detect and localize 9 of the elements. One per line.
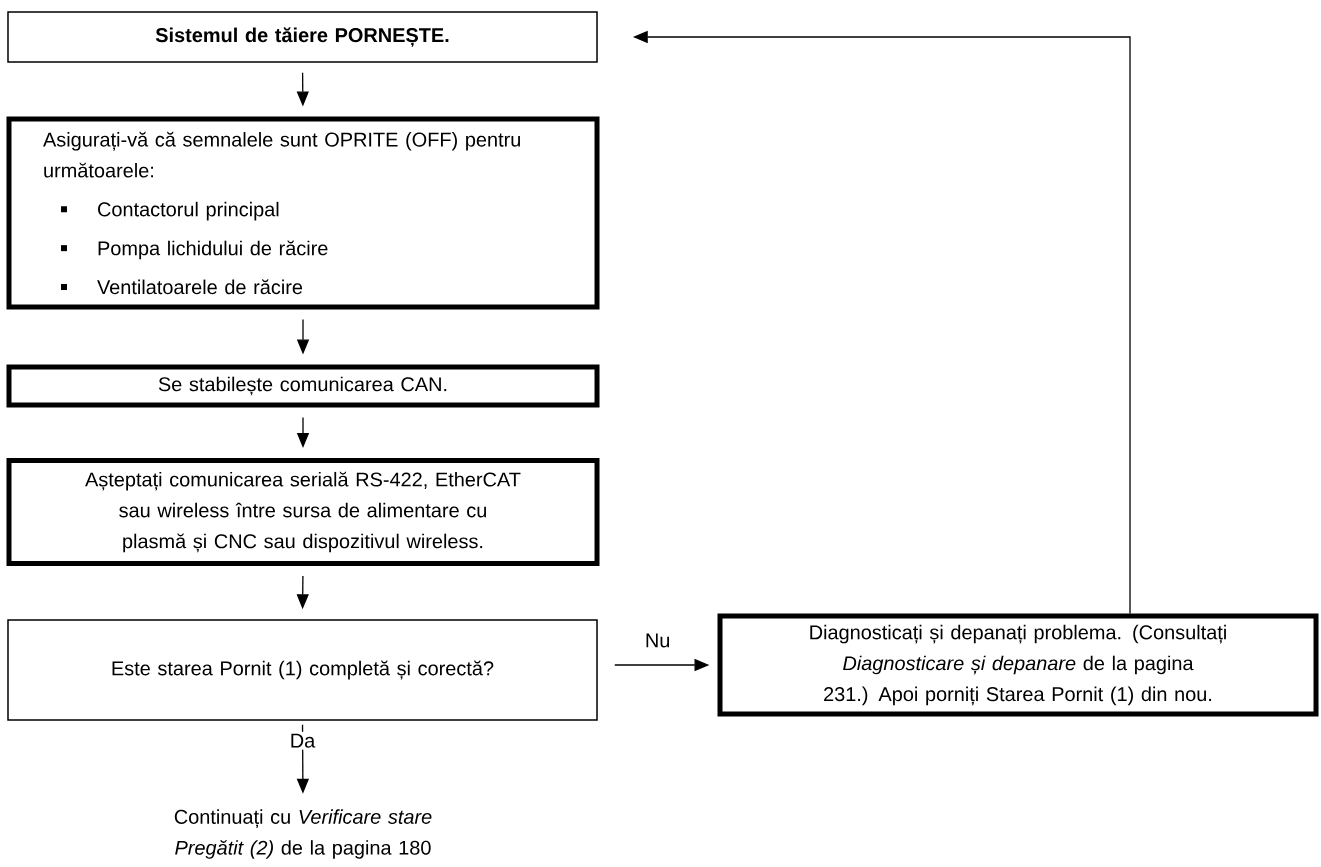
edge-label: Da xyxy=(291,733,316,748)
process-box: Asigurați-vă că semnalele sunt OPRITE (OFF) pentru următoarele: Contactorul principal Pompa lichidului de răcire Ventilatoarele de răcire xyxy=(6,116,600,310)
edge-label: Nu xyxy=(646,633,670,648)
process-box: Diagnosticați și depanați problema. (Consultați Diagnosticare și depanare de la pagina 231.) Apoi porniți Starea Pornit (1) din nou. xyxy=(717,613,1319,717)
end-text: Continuați cu Verificare stare Pregătit (2) de la pagina 180 xyxy=(174,809,432,859)
process-box: Așteptați comunicarea serială RS-422, EtherCAT sau wireless între sursa de alimentare cu plasmă și CNC sau dispozitivul wireless. xyxy=(6,458,600,566)
decision-box: Este starea Pornit (1) completă și corectă? xyxy=(7,619,598,721)
process-box: Se stabilește comunicarea CAN. xyxy=(6,364,600,408)
start-box: Sistemul de tăiere PORNEȘTE. xyxy=(7,11,598,63)
